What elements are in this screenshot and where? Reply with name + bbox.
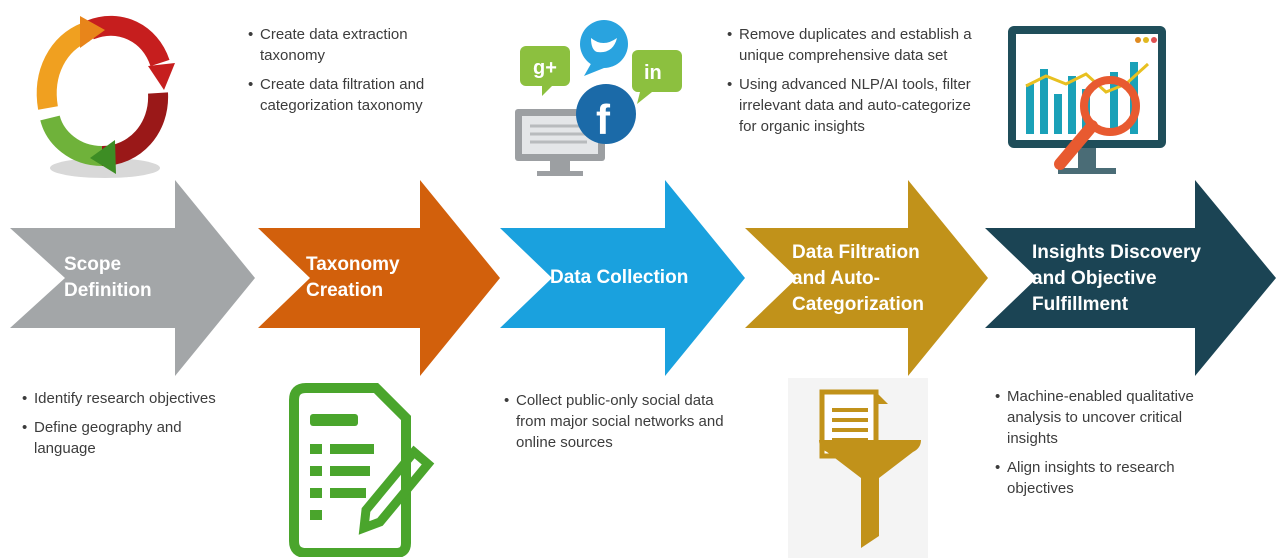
bullet: Using advanced NLP/AI tools, filter irre… [727, 74, 975, 137]
social-networks-monitor-icon: g+ in f [515, 20, 682, 176]
filtration-bullets: Remove duplicates and establish a unique… [727, 24, 975, 145]
bullet: Define geography and language [22, 417, 247, 459]
bullet: Create data extraction taxonomy [248, 24, 458, 66]
document-funnel-icon [788, 378, 928, 558]
bullet: Machine-enabled qualitative analysis to … [995, 386, 1215, 449]
arrow-taxonomy [258, 180, 500, 376]
bullet: Align insights to research objectives [995, 457, 1215, 499]
analytics-monitor-magnifier-icon [1008, 26, 1166, 174]
arrow-scope [10, 180, 255, 376]
collection-bullets: Collect public-only social data from maj… [504, 390, 734, 461]
cycle-arrows-icon [36, 15, 175, 178]
svg-text:in: in [644, 62, 662, 84]
bullet: Identify research objectives [22, 388, 247, 409]
arrow-filtration [745, 180, 988, 376]
svg-text:g+: g+ [533, 57, 557, 79]
scope-bullets: Identify research objectives Define geog… [22, 388, 247, 467]
arrow-collection [500, 180, 745, 376]
step-collection-label: Data Collection [550, 267, 689, 288]
document-edit-icon [289, 383, 435, 557]
bullet: Remove duplicates and establish a unique… [727, 24, 975, 66]
svg-text:f: f [596, 96, 611, 143]
taxonomy-bullets: Create data extraction taxonomy Create d… [248, 24, 458, 124]
bullet: Create data filtration and categorizatio… [248, 74, 458, 116]
arrow-insights [985, 180, 1276, 376]
insights-bullets: Machine-enabled qualitative analysis to … [995, 386, 1215, 507]
bullet: Collect public-only social data from maj… [504, 390, 734, 453]
